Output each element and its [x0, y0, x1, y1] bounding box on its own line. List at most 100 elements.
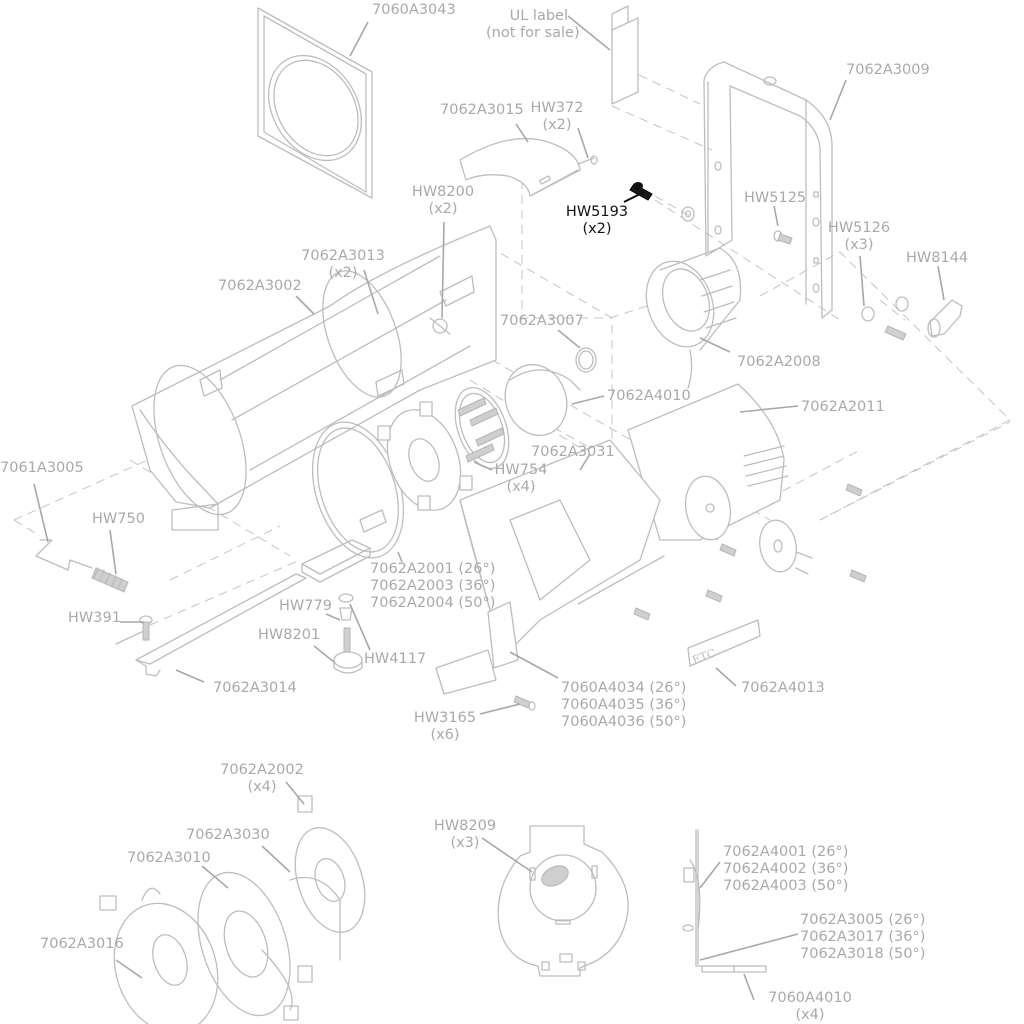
label-7062A3010: 7062A3010	[127, 850, 211, 867]
label-line: 7062A3005 (26°)	[800, 912, 926, 928]
label-line: HW754	[494, 462, 548, 478]
shutter-plate-assembly	[377, 401, 473, 511]
label-line: 7060A4034 (26°)	[561, 680, 687, 696]
label-line: 7060A4035 (36°)	[561, 697, 687, 713]
label-line: HW5126	[827, 220, 891, 236]
label-line: 7062A4001 (26°)	[723, 844, 849, 860]
springs-HW754	[454, 387, 510, 469]
barrel-7060A4034	[435, 439, 665, 695]
label-ul-label: UL label(not for sale)	[486, 8, 580, 42]
label-hw5126: HW5126(x3)	[826, 220, 892, 254]
color-frame-7060A3043	[257, 7, 373, 199]
label-line: (x4)	[506, 479, 536, 495]
label-hw779: HW779	[279, 598, 332, 615]
label-line: 7062A4003 (50°)	[723, 878, 849, 894]
label-line: (x2)	[542, 117, 572, 133]
label-line: 7062A4010	[607, 388, 691, 404]
label-line: (x4)	[795, 1007, 825, 1023]
label-line: 7062A3031	[531, 444, 615, 460]
label-7062A2008: 7062A2008	[737, 354, 821, 371]
label-7062A3030: 7062A3030	[186, 827, 270, 844]
label-7060A4010: 7060A4010(x4)	[766, 990, 854, 1024]
label-hw8200: HW8200(x2)	[410, 184, 476, 218]
label-line: 7062A3014	[213, 680, 297, 696]
label-7062A2002: 7062A2002(x4)	[218, 762, 306, 796]
label-hw750: HW750	[92, 511, 145, 528]
label-line: 7062A2008	[737, 354, 821, 370]
shutter-housing-7062A3002	[131, 225, 497, 531]
leader-lines	[33, 15, 945, 1001]
label-hw372: HW372(x2)	[528, 100, 586, 134]
label-hw8209: HW8209(x3)	[432, 818, 498, 852]
yoke-7062A3009	[703, 61, 833, 319]
label-hw5193: HW5193(x2)	[562, 204, 632, 238]
label-hw4117: HW4117	[364, 651, 426, 668]
label-7061A3005: 7061A3005	[0, 460, 84, 477]
label-lens-brackets: 7062A3005 (26°)7062A3017 (36°)7062A3018 …	[800, 912, 925, 963]
label-7062A3031: 7062A3031	[531, 444, 615, 461]
label-line: HW5125	[744, 190, 807, 206]
label-line: 7062A3018 (50°)	[800, 946, 926, 962]
label-7062A4010: 7062A4010	[607, 388, 691, 405]
label-line: (x4)	[247, 779, 277, 795]
label-line: HW8209	[433, 818, 497, 834]
label-lens-tubes: 7062A2001 (26°)7062A2003 (36°)7062A2004 …	[370, 561, 495, 612]
label-line: 7062A2011	[801, 399, 885, 415]
label-7062A3013: 7062A3013(x2)	[300, 248, 386, 282]
label-line: HW8201	[258, 627, 321, 643]
label-lens-assemblies: 7062A4001 (26°)7062A4002 (36°)7062A4003 …	[723, 844, 848, 895]
label-line: HW391	[68, 610, 121, 626]
label-line: HW4117	[364, 651, 427, 667]
label-line: 7062A2003 (36°)	[370, 578, 496, 594]
shutter-blades-assembly	[99, 795, 366, 1024]
slide-bar-7062A3014	[115, 573, 307, 677]
label-7062A2011: 7062A2011	[801, 399, 885, 416]
label-line: 7062A3009	[846, 62, 930, 78]
ul-label-part	[611, 5, 639, 105]
label-7062A4013: 7062A4013	[741, 680, 825, 697]
label-hw8144: HW8144	[906, 250, 968, 267]
label-line: HW372	[530, 100, 584, 116]
label-hw754: HW754(x4)	[492, 462, 550, 496]
knob-and-washers	[773, 230, 963, 341]
label-line: 7062A4002 (36°)	[723, 861, 849, 877]
wire-7061A3005	[35, 539, 93, 571]
label-line: 7062A2002	[220, 762, 304, 778]
label-line: (not for sale)	[486, 25, 580, 41]
label-line: 7062A3016	[40, 936, 124, 952]
label-7062A3002: 7062A3002	[218, 278, 302, 295]
label-line: (x2)	[582, 221, 612, 237]
shutter-knob-assembly	[301, 539, 371, 674]
label-line: 7062A2001 (26°)	[370, 561, 496, 577]
reflector-7062A4010	[504, 347, 597, 437]
label-line: 7062A3010	[127, 850, 211, 866]
label-barrels: 7060A4034 (26°)7060A4035 (36°)7060A4036 …	[561, 680, 686, 731]
label-line: 7061A3005	[0, 460, 84, 476]
label-line: 7060A4036 (50°)	[561, 714, 687, 730]
top-cover-7062A3015	[459, 137, 598, 197]
label-7062A3014: 7062A3014	[213, 680, 297, 697]
rear-housing-7062A2011	[627, 383, 867, 621]
label-hw3165: HW3165(x6)	[412, 710, 478, 744]
label-line: 7062A2004 (50°)	[370, 595, 496, 611]
label-line: 7060A3043	[372, 2, 456, 18]
label-line: (x2)	[428, 201, 458, 217]
label-line: HW5193	[565, 204, 629, 220]
label-line: 7062A4013	[741, 680, 825, 696]
label-line: 7062A3017 (36°)	[800, 929, 926, 945]
lamp-base-HW8209	[497, 825, 629, 977]
label-7062A3009: 7062A3009	[846, 62, 930, 79]
label-line: HW3165	[413, 710, 477, 726]
label-line: (x3)	[450, 835, 480, 851]
label-7060A3043: 7060A3043	[372, 2, 456, 19]
label-line: (x2)	[328, 265, 358, 281]
label-line: HW8200	[411, 184, 475, 200]
label-7062A3016: 7062A3016	[40, 936, 124, 953]
label-line: 7062A3015	[440, 102, 524, 118]
label-line: 7060A4010	[768, 990, 852, 1006]
lamp-cap-7062A2008	[645, 247, 742, 389]
label-7062A3007: 7062A3007	[500, 313, 584, 330]
label-line: 7062A3007	[500, 313, 584, 329]
nameplate-7062A4013: ETC	[687, 619, 761, 667]
